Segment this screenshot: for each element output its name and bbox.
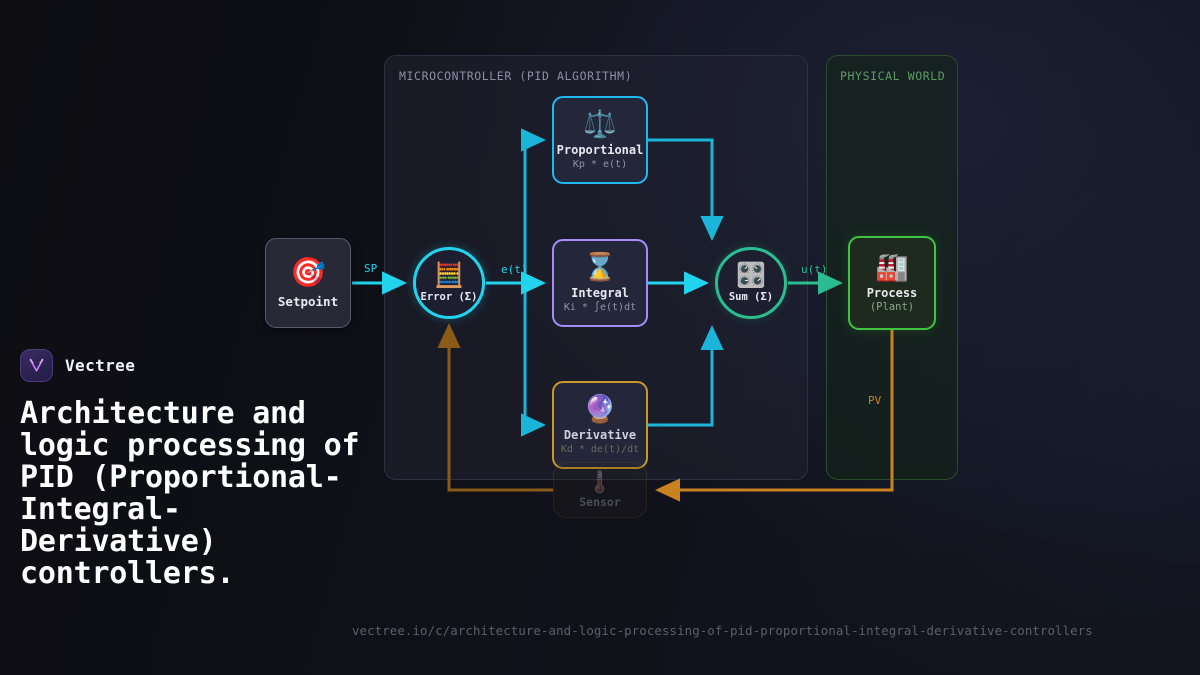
node-derivative[interactable]: 🔮 Derivative Kd * de(t)/dt [552, 381, 648, 469]
vectree-v-tree-logo-icon [20, 348, 53, 382]
node-derivative-formula: Kd * de(t)/dt [560, 443, 640, 455]
edge-label-setpoint: SP [364, 262, 378, 275]
node-process-subtitle: (Plant) [869, 300, 915, 313]
node-process-title: Process [866, 285, 918, 300]
title-panel: Vectree Architecture and logic processin… [20, 346, 360, 590]
node-sum-title: Sum (Σ) [728, 291, 774, 303]
node-integral-title: Integral [571, 285, 629, 300]
abacus-icon: 🧮 [434, 261, 464, 289]
footer-url: vectree.io/c/architecture-and-logic-proc… [352, 623, 1093, 638]
zone-physical-world-label: PHYSICAL WORLD [840, 69, 946, 83]
hourglass-icon: ⌛ [583, 251, 617, 283]
thermometer-icon: 🌡️ [586, 469, 614, 494]
factory-icon: 🏭 [875, 251, 909, 283]
balance-scale-icon: ⚖️ [583, 108, 617, 140]
node-setpoint-title: Setpoint [277, 293, 339, 309]
page-title: Architecture and logic processing of PID… [20, 396, 360, 591]
brand-name: Vectree [65, 355, 136, 375]
edge-label-process-variable: PV [868, 394, 882, 407]
node-derivative-title: Derivative [563, 427, 637, 442]
node-proportional-formula: Kp * e(t) [572, 158, 628, 170]
zone-microcontroller-label: MICROCONTROLLER (PID ALGORITHM) [399, 69, 633, 83]
node-integral[interactable]: ⌛ Integral Ki * ∫e(t)dt [552, 239, 648, 327]
node-integral-formula: Ki * ∫e(t)dt [563, 301, 637, 313]
node-proportional-title: Proportional [556, 142, 644, 157]
edge-label-control-output: u(t) [801, 263, 828, 276]
control-knobs-icon: 🎛️ [736, 261, 766, 289]
node-error-title: Error (Σ) [420, 291, 478, 303]
edge-label-error: e(t) [501, 263, 528, 276]
brand-row: Vectree [20, 346, 360, 384]
node-setpoint[interactable]: 🎯 Setpoint [265, 238, 351, 328]
node-sum[interactable]: 🎛️ Sum (Σ) [715, 247, 787, 319]
node-error-sum[interactable]: 🧮 Error (Σ) [413, 247, 485, 319]
crystal-ball-icon: 🔮 [583, 393, 617, 425]
target-dart-icon: 🎯 [289, 254, 327, 289]
node-process-plant[interactable]: 🏭 Process (Plant) [848, 236, 936, 330]
node-sensor-title: Sensor [579, 494, 621, 509]
node-proportional[interactable]: ⚖️ Proportional Kp * e(t) [552, 96, 648, 184]
node-sensor[interactable]: 🌡️ Sensor [553, 462, 647, 518]
